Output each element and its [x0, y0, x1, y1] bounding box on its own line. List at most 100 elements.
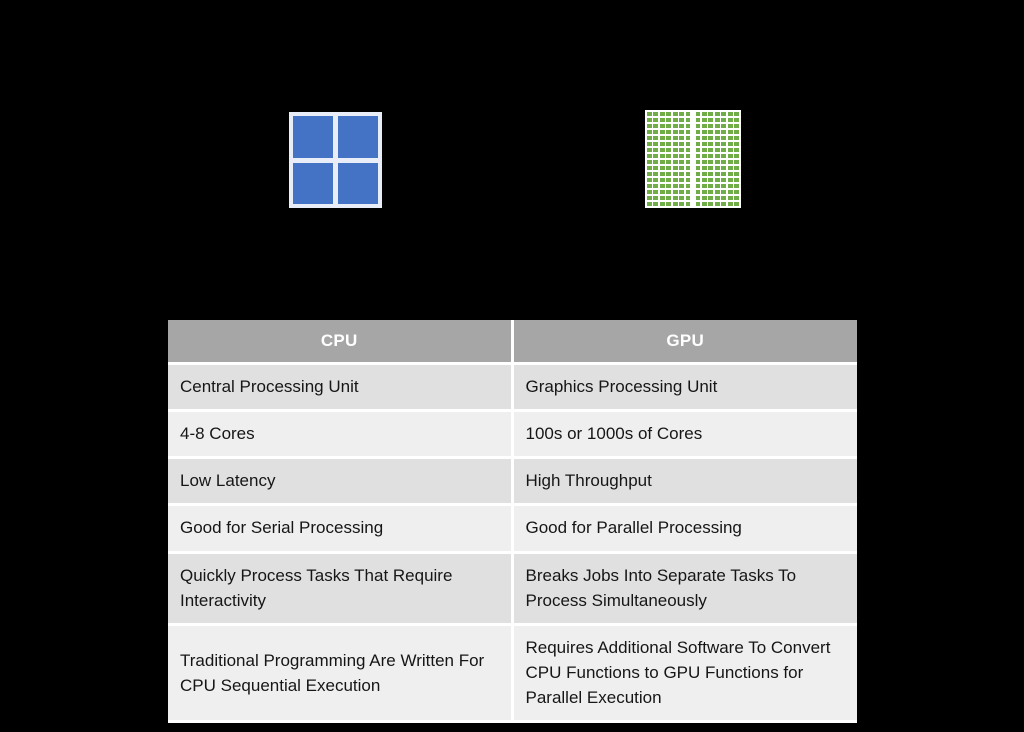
- gpu-core: [647, 189, 652, 195]
- gpu-core: [653, 117, 659, 123]
- gpu-core: [714, 129, 720, 135]
- gpu-core: [647, 123, 652, 129]
- gpu-core: [714, 201, 720, 206]
- gpu-core: [653, 159, 659, 165]
- gpu-core: [708, 165, 714, 171]
- gpu-cores-icon: [645, 110, 741, 208]
- table-cell-gpu: Graphics Processing Unit: [512, 361, 857, 413]
- gpu-core: [672, 201, 678, 206]
- gpu-core: [672, 117, 678, 123]
- gpu-core: [708, 141, 714, 147]
- gpu-core: [659, 129, 665, 135]
- gpu-core: [647, 129, 652, 135]
- gpu-core: [653, 183, 659, 189]
- table-cell-cpu: Quickly Process Tasks That Require Inter…: [168, 552, 514, 626]
- table-cell-cpu: 4-8 Cores: [168, 410, 514, 460]
- gpu-core: [695, 165, 701, 171]
- gpu-core: [685, 201, 691, 206]
- gpu-core: [666, 153, 672, 159]
- gpu-core: [695, 159, 701, 165]
- gpu-core: [659, 201, 665, 206]
- gpu-core: [701, 147, 707, 153]
- gpu-core: [672, 153, 678, 159]
- gpu-core: [701, 117, 707, 123]
- gpu-core: [708, 195, 714, 201]
- gpu-core: [672, 195, 678, 201]
- gpu-core: [714, 177, 720, 183]
- gpu-core: [672, 129, 678, 135]
- gpu-core: [672, 183, 678, 189]
- gpu-core: [708, 153, 714, 159]
- gpu-core: [734, 189, 739, 195]
- gpu-core: [666, 135, 672, 141]
- gpu-core: [685, 189, 691, 195]
- gpu-core: [721, 183, 727, 189]
- gpu-core: [708, 189, 714, 195]
- table-row: Quickly Process Tasks That Require Inter…: [168, 552, 857, 626]
- gpu-core: [647, 177, 652, 183]
- gpu-core: [659, 147, 665, 153]
- gpu-core: [721, 135, 727, 141]
- gpu-core: [701, 112, 707, 117]
- gpu-core: [701, 183, 707, 189]
- gpu-core: [672, 147, 678, 153]
- gpu-core: [727, 165, 733, 171]
- gpu-core: [685, 165, 691, 171]
- gpu-core: [727, 117, 733, 123]
- gpu-core: [653, 177, 659, 183]
- gpu-core: [714, 189, 720, 195]
- table-cell-cpu: Central Processing Unit: [168, 361, 514, 413]
- gpu-core: [721, 201, 727, 206]
- gpu-core: [647, 165, 652, 171]
- gpu-core: [721, 153, 727, 159]
- gpu-core: [721, 159, 727, 165]
- gpu-core: [708, 177, 714, 183]
- gpu-core: [721, 177, 727, 183]
- gpu-core: [672, 112, 678, 117]
- gpu-core: [679, 147, 685, 153]
- gpu-core: [647, 147, 652, 153]
- cpu-core: [293, 116, 333, 158]
- cpu-cores-icon: [289, 112, 382, 208]
- gpu-core: [734, 141, 739, 147]
- gpu-core: [666, 159, 672, 165]
- gpu-core: [666, 147, 672, 153]
- gpu-core: [714, 183, 720, 189]
- gpu-core: [653, 195, 659, 201]
- gpu-core: [685, 195, 691, 201]
- gpu-core: [695, 147, 701, 153]
- gpu-core: [721, 147, 727, 153]
- gpu-core: [708, 112, 714, 117]
- gpu-core: [734, 165, 739, 171]
- gpu-core: [701, 195, 707, 201]
- gpu-core: [659, 165, 665, 171]
- gpu-core: [708, 135, 714, 141]
- gpu-core: [714, 159, 720, 165]
- gpu-core: [714, 165, 720, 171]
- gpu-core: [734, 201, 739, 206]
- gpu-core: [708, 129, 714, 135]
- gpu-core: [727, 177, 733, 183]
- gpu-core: [708, 201, 714, 206]
- gpu-core: [727, 159, 733, 165]
- gpu-core: [701, 189, 707, 195]
- gpu-core: [721, 141, 727, 147]
- gpu-core: [653, 141, 659, 147]
- gpu-core: [666, 129, 672, 135]
- gpu-core: [679, 117, 685, 123]
- gpu-core: [701, 177, 707, 183]
- gpu-core: [659, 189, 665, 195]
- gpu-core: [659, 141, 665, 147]
- gpu-core: [727, 135, 733, 141]
- gpu-core: [659, 117, 665, 123]
- gpu-core: [721, 165, 727, 171]
- table-cell-gpu: Breaks Jobs Into Separate Tasks To Proce…: [512, 552, 857, 626]
- gpu-core: [727, 123, 733, 129]
- gpu-core: [701, 123, 707, 129]
- gpu-core: [659, 177, 665, 183]
- column-header-gpu: GPU: [512, 320, 857, 364]
- gpu-core: [727, 171, 733, 177]
- cpu-core: [293, 162, 333, 204]
- gpu-core: [666, 123, 672, 129]
